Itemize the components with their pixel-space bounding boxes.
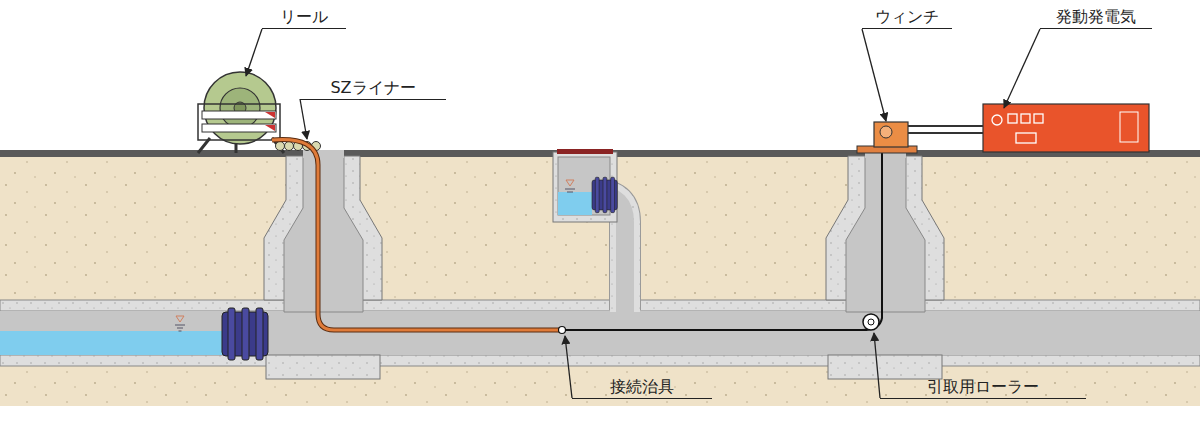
sewer-pipe (0, 311, 1200, 355)
callout-label: 引取用ローラー (880, 378, 1086, 399)
leader-lines (246, 29, 1040, 398)
inspection-box (553, 152, 617, 222)
generator (983, 104, 1149, 152)
callout-label: SZライナー (300, 79, 446, 100)
callout-label: リール (262, 8, 346, 29)
box-lid (557, 149, 613, 154)
connecting-jig (559, 327, 566, 334)
callout-label: 発動発電気 (1040, 8, 1152, 29)
water-level-mark (175, 316, 185, 331)
pipe-plug (222, 308, 268, 360)
callout-label: ウィンチ (862, 8, 952, 29)
winch (857, 122, 985, 153)
winch-rope (564, 130, 882, 330)
manhole (826, 156, 944, 379)
sz-liner (272, 140, 561, 330)
soil (0, 156, 1200, 406)
take-up-roller (863, 314, 879, 330)
pipe-plug (592, 177, 617, 212)
manhole (264, 156, 382, 379)
water (0, 331, 226, 355)
callout-label: 接続治具 (572, 378, 712, 399)
reel (198, 72, 284, 153)
